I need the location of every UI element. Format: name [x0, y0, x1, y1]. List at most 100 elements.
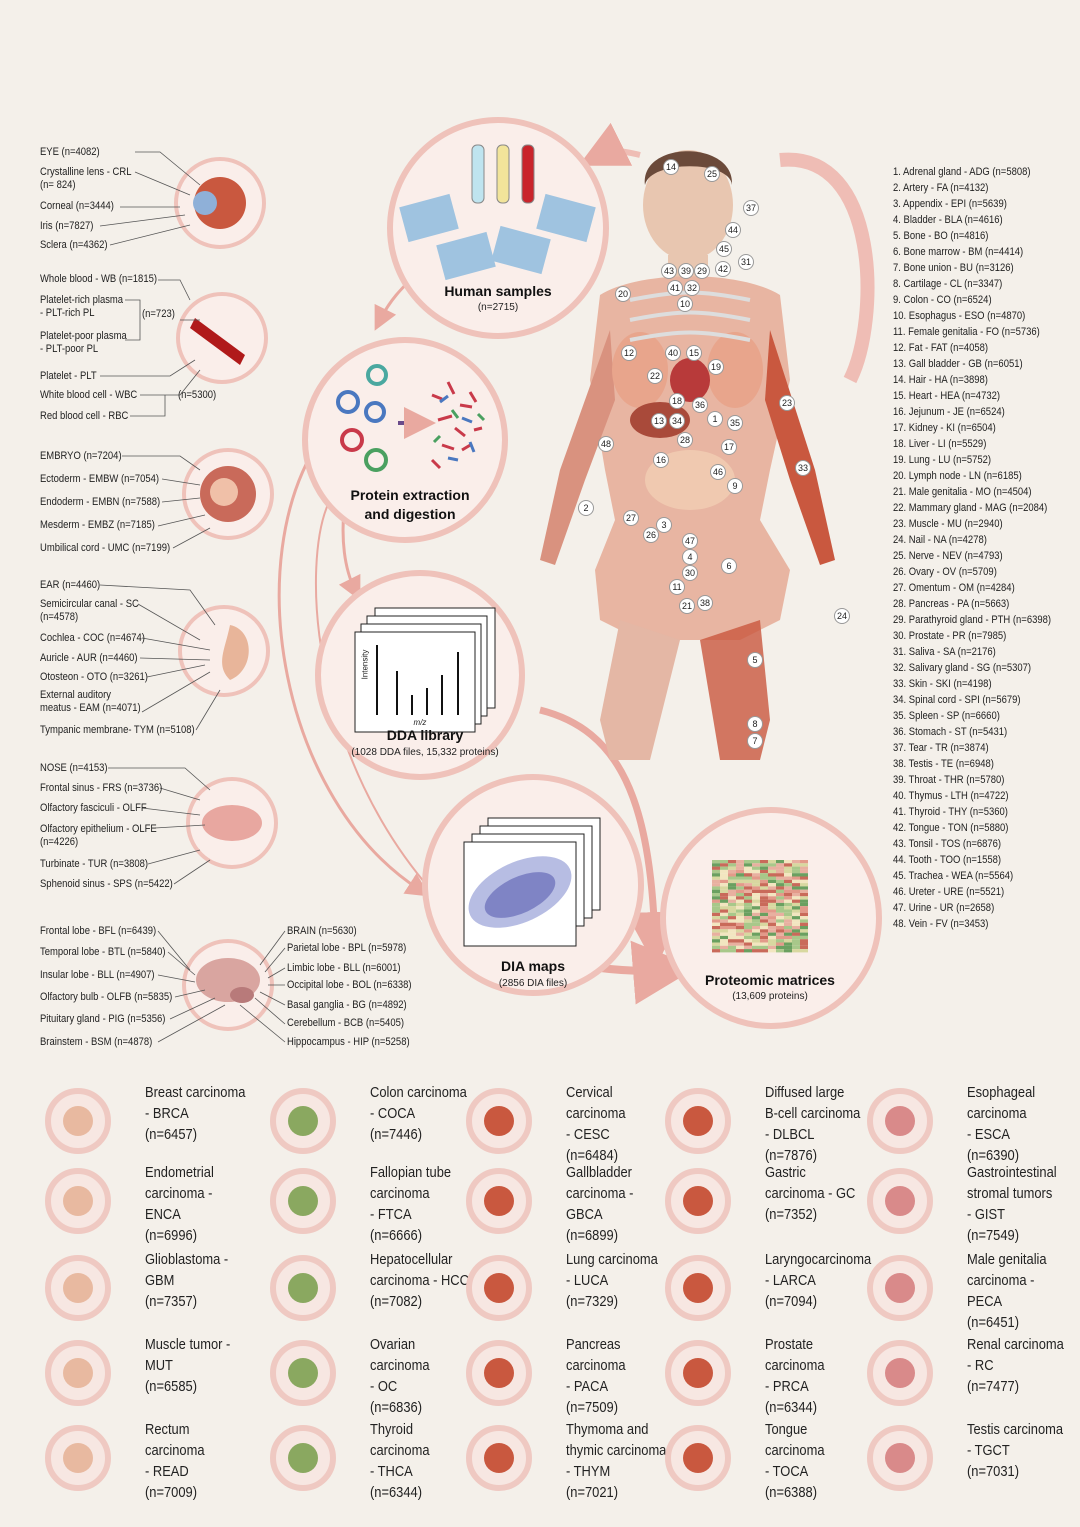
matrix-cell [768, 889, 776, 893]
cancer-item: Laryngocarcinoma - LARCA (n=7094) [665, 1251, 871, 1345]
tissue-legend-item: 18. Liver - LI (n=5529) [893, 438, 987, 450]
matrix-cell [736, 926, 744, 930]
matrix-cell [768, 883, 776, 887]
matrix-cell [752, 860, 760, 864]
matrix-cell [736, 949, 744, 953]
cancer-illustration [45, 1088, 111, 1154]
body-number-marker: 42 [715, 261, 731, 277]
matrix-cell [736, 879, 744, 884]
body-number-marker: 26 [643, 527, 659, 543]
tissue-legend-item: 7. Bone union - BU (n=3126) [893, 262, 1014, 274]
blood-label-3: Platelet - PLT [40, 370, 97, 382]
matrix-cell [728, 916, 736, 920]
matrix-cell [720, 883, 728, 887]
matrix-cell [752, 929, 760, 933]
tissue-legend: 1. Adrenal gland - ADG (n=5808)2. Artery… [893, 164, 1073, 932]
matrix-cell [768, 945, 776, 950]
matrix-cell [720, 860, 728, 864]
protein-extraction-title: Protein extraction and digestion [350, 487, 470, 522]
matrix-cell [736, 869, 744, 874]
brain-right-label-1: Parietal lobe - BPL (n=5978) [287, 942, 407, 954]
eye-label-1: Crystalline lens - CRL (n= 824) [40, 166, 132, 191]
cancer-item: Gastric carcinoma - GC (n=7352) [665, 1164, 865, 1258]
tissue-legend-item: 21. Male genitalia - MO (n=4504) [893, 486, 1032, 498]
matrix-cell [792, 883, 800, 887]
cancer-label: Thymoma and thymic carcinoma - THYM (n=7… [566, 1421, 667, 1501]
cancer-item: Esophageal carcinoma - ESCA (n=6390) [867, 1084, 1067, 1178]
matrix-cell [712, 869, 720, 874]
matrix-cell [800, 949, 808, 953]
body-number-marker: 11 [669, 579, 685, 595]
cancer-label: Gastrointestinal stromal tumors - GIST (… [967, 1164, 1057, 1244]
matrix-cell [768, 942, 776, 946]
matrix-cell [784, 886, 792, 890]
matrix-cell [728, 939, 736, 943]
matrix-cell [784, 916, 792, 920]
matrix-cell [752, 902, 760, 907]
matrix-cell [728, 935, 736, 940]
cancer-item: Gallbladder carcinoma - GBCA (n=6899) [466, 1164, 666, 1258]
cancer-illustration [665, 1425, 731, 1491]
matrix-cell [792, 949, 800, 953]
cancer-illustration [270, 1088, 336, 1154]
matrix-cell [752, 909, 760, 913]
matrix-cell [752, 926, 760, 930]
matrix-cell [784, 949, 792, 953]
cancer-illustration [466, 1340, 532, 1406]
tissue-legend-item: 16. Jejunum - JE (n=6524) [893, 406, 1005, 418]
cancer-item: Rectum carcinoma - READ (n=7009) [45, 1421, 245, 1515]
matrix-cell [784, 929, 792, 933]
matrix-cell [720, 896, 728, 900]
matrix-cell [720, 879, 728, 884]
human-samples-title: Human samples [444, 283, 552, 299]
matrix-cell [784, 879, 792, 884]
matrix-cell [776, 922, 784, 926]
matrix-cell [744, 929, 752, 933]
body-number-marker: 14 [663, 159, 679, 175]
matrix-cell [776, 942, 784, 946]
matrix-cell [744, 860, 752, 864]
matrix-cell [784, 939, 792, 943]
blood-label-5: Red blood cell - RBC [40, 410, 129, 422]
matrix-cell [720, 863, 728, 867]
cancer-illustration [867, 1168, 933, 1234]
cancer-label: Colon carcinoma - COCA (n=7446) [370, 1084, 467, 1143]
matrix-cell [760, 909, 768, 913]
matrix-cell [736, 889, 744, 893]
tissue-legend-item: 37. Tear - TR (n=3874) [893, 742, 989, 754]
circle-dia-maps [422, 774, 644, 996]
matrix-cell [736, 860, 744, 864]
body-number-marker: 25 [704, 166, 720, 182]
cancer-label: Testis carcinoma - TGCT (n=7031) [967, 1421, 1064, 1480]
matrix-cell [720, 893, 728, 897]
matrix-cell [760, 896, 768, 900]
body-number-marker: 6 [721, 558, 737, 574]
matrix-cell [744, 879, 752, 884]
matrix-cell [728, 879, 736, 884]
matrix-cell [800, 889, 808, 893]
matrix-cell [760, 893, 768, 897]
matrix-cell [736, 945, 744, 950]
matrix-cell [728, 906, 736, 910]
body-number-marker: 35 [727, 415, 743, 431]
body-number-marker: 43 [661, 263, 677, 279]
matrix-cell [760, 860, 768, 864]
matrix-cell [792, 909, 800, 913]
matrix-cell [728, 929, 736, 933]
matrix-cell [736, 876, 744, 880]
matrix-cell [720, 922, 728, 926]
matrix-cell [712, 942, 720, 946]
matrix-cell [752, 886, 760, 890]
tissue-legend-item: 1. Adrenal gland - ADG (n=5808) [893, 166, 1031, 178]
matrix-cell [728, 889, 736, 893]
matrix-cell [776, 883, 784, 887]
matrix-cell [720, 906, 728, 910]
tissue-legend-item: 39. Throat - THR (n=5780) [893, 774, 1005, 786]
matrix-cell [736, 866, 744, 870]
matrix-cell [752, 899, 760, 903]
body-number-marker: 9 [727, 478, 743, 494]
matrix-cell [792, 929, 800, 933]
cancer-label: Cervical carcinoma - CESC (n=6484) [566, 1084, 626, 1164]
body-number-marker: 17 [721, 439, 737, 455]
matrix-cell [800, 866, 808, 870]
